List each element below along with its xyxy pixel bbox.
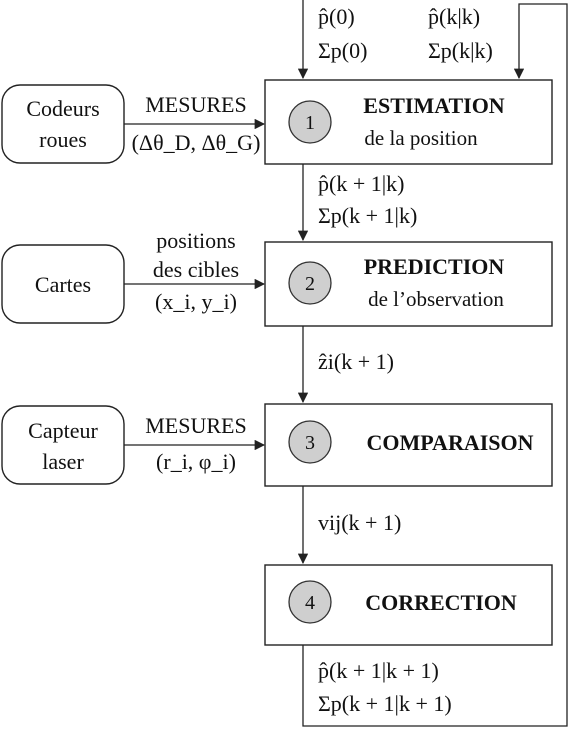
step-4-correction: 4 CORRECTION [264, 564, 553, 646]
flow-label-init-sigma: Σp(0) [318, 38, 367, 63]
step-number: 1 [305, 112, 315, 134]
step-title: PREDICTION [364, 254, 505, 279]
step-1-estimation: 1 ESTIMATION de la position [264, 79, 553, 165]
step-title: COMPARAISON [366, 430, 533, 455]
flow-label-loop-p: p̂(k|k) [428, 4, 480, 29]
input-cartes: Cartes [1, 244, 125, 324]
step-2-prediction: 2 PREDICTION de l’observation [264, 241, 553, 327]
input-label-line: roues [39, 127, 87, 152]
input-codeurs-roues: Codeurs roues [1, 84, 125, 164]
flow-label-v: vij(k + 1) [318, 510, 401, 535]
step-number-circle [288, 261, 332, 305]
edge-label-capteur-values: (r_i, φ_i) [156, 449, 236, 474]
input-label-line: laser [42, 449, 84, 474]
edge-label-mesures: MESURES [145, 92, 246, 117]
step-subtitle: de l’observation [368, 287, 504, 311]
edge-label-positions: positions [156, 228, 235, 253]
input-label-line: Cartes [35, 272, 91, 297]
input-label-line: Capteur [28, 418, 98, 443]
step-number-circle [288, 580, 332, 624]
flow-label-predicted-sigma: Σp(k + 1|k) [318, 203, 417, 228]
input-capteur-laser: Capteur laser [1, 405, 125, 485]
step-number: 4 [305, 592, 315, 614]
flow-label-init-p: p̂(0) [318, 4, 355, 29]
step-number-circle [288, 420, 332, 464]
step-number: 3 [305, 432, 315, 454]
edge-label-codeurs-values: (Δθ_D, Δθ_G) [132, 130, 261, 155]
edge-label-mesures: MESURES [145, 413, 246, 438]
flow-label-z: ẑi(k + 1) [318, 349, 394, 374]
step-subtitle: de la position [364, 126, 478, 150]
flow-label-corrected-sigma: Σp(k + 1|k + 1) [318, 691, 452, 716]
step-title: ESTIMATION [363, 93, 505, 118]
step-number: 2 [305, 273, 315, 295]
step-number-circle [288, 100, 332, 144]
flow-label-predicted-p: p̂(k + 1|k) [318, 171, 404, 196]
edge-label-cartes-values: (x_i, y_i) [155, 289, 237, 314]
flow-label-corrected-p: p̂(k + 1|k + 1) [318, 658, 439, 683]
input-label-line: Codeurs [26, 96, 99, 121]
step-3-comparaison: 3 COMPARAISON [264, 403, 553, 487]
flow-label-loop-sigma: Σp(k|k) [428, 38, 493, 63]
step-title: CORRECTION [365, 590, 517, 615]
loop-back-line [302, 3, 568, 727]
edge-label-des-cibles: des cibles [153, 257, 239, 282]
